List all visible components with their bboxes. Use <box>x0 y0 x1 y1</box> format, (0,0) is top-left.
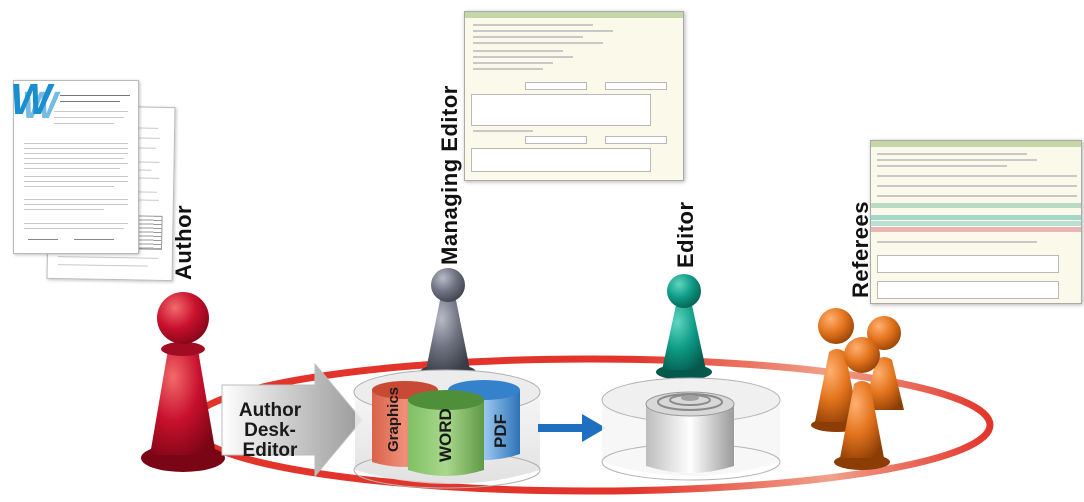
arrow-label-line-2: Desk- <box>244 420 296 441</box>
editor-container <box>601 377 781 481</box>
word-logo-icon: W <box>10 75 52 124</box>
flow-arrow <box>538 414 606 442</box>
word-logo-icon-shadow: W <box>22 85 58 127</box>
referee-pawn-front <box>834 337 890 470</box>
format-container: Graphics PDF WORD <box>353 369 541 489</box>
editor-label: Editor <box>673 201 698 268</box>
graphics-label: Graphics <box>385 387 402 452</box>
author-pawn <box>141 292 225 472</box>
spiral-icon <box>645 391 735 473</box>
referees-label: Referees <box>848 201 873 298</box>
word-label: WORD <box>436 408 455 462</box>
pdf-label: PDF <box>491 414 510 448</box>
manuscript-document-icon <box>13 80 139 254</box>
arrow-label-line-3: Editor <box>243 440 298 461</box>
managing-editor-label: Managing Editor <box>437 85 462 265</box>
word-cylinder: WORD <box>408 390 484 476</box>
referee-pawn-back <box>864 316 904 410</box>
referee-form-thumbnail <box>870 140 1082 304</box>
managing-editor-pawn <box>420 268 476 380</box>
managing-editor-form-thumbnail <box>464 11 684 181</box>
arrow-label-line-1: Author <box>239 400 302 421</box>
author-desk-editor-arrow: Author Desk- Editor <box>221 362 363 478</box>
author-label: Author <box>171 204 196 280</box>
editor-pawn <box>656 274 712 380</box>
referees-pawns <box>811 308 904 470</box>
